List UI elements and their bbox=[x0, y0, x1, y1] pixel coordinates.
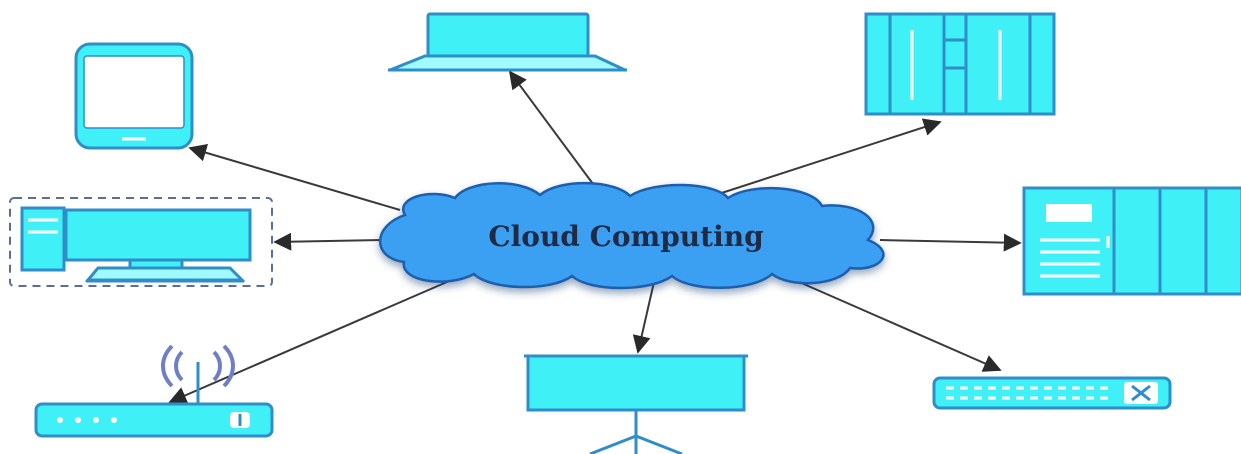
edge-to-server-cabinet bbox=[879, 233, 1022, 252]
edge-to-switch bbox=[789, 277, 1002, 372]
edge-to-server-rack bbox=[699, 118, 942, 201]
smartphone-icon bbox=[74, 42, 194, 150]
edge-to-smartphone bbox=[188, 143, 401, 211]
server-cabinet-icon bbox=[1022, 186, 1241, 296]
edge-to-router bbox=[168, 271, 471, 404]
network-switch-icon bbox=[932, 376, 1172, 410]
wireless-router-icon bbox=[34, 344, 274, 438]
edge-to-desktop bbox=[273, 232, 386, 251]
edge-to-laptop bbox=[508, 70, 597, 189]
cloud-shape bbox=[378, 181, 885, 290]
projector-screen-icon bbox=[524, 354, 748, 454]
edges bbox=[168, 70, 1022, 404]
selection-frame bbox=[9, 197, 273, 287]
desktop-computer-icon bbox=[9, 197, 273, 287]
laptop-icon bbox=[388, 12, 627, 72]
server-rack-icon bbox=[864, 12, 1056, 116]
edge-to-projector-screen bbox=[632, 281, 655, 354]
cloud-hub: Cloud Computing bbox=[378, 181, 885, 290]
hub-label: Cloud Computing bbox=[488, 220, 763, 253]
